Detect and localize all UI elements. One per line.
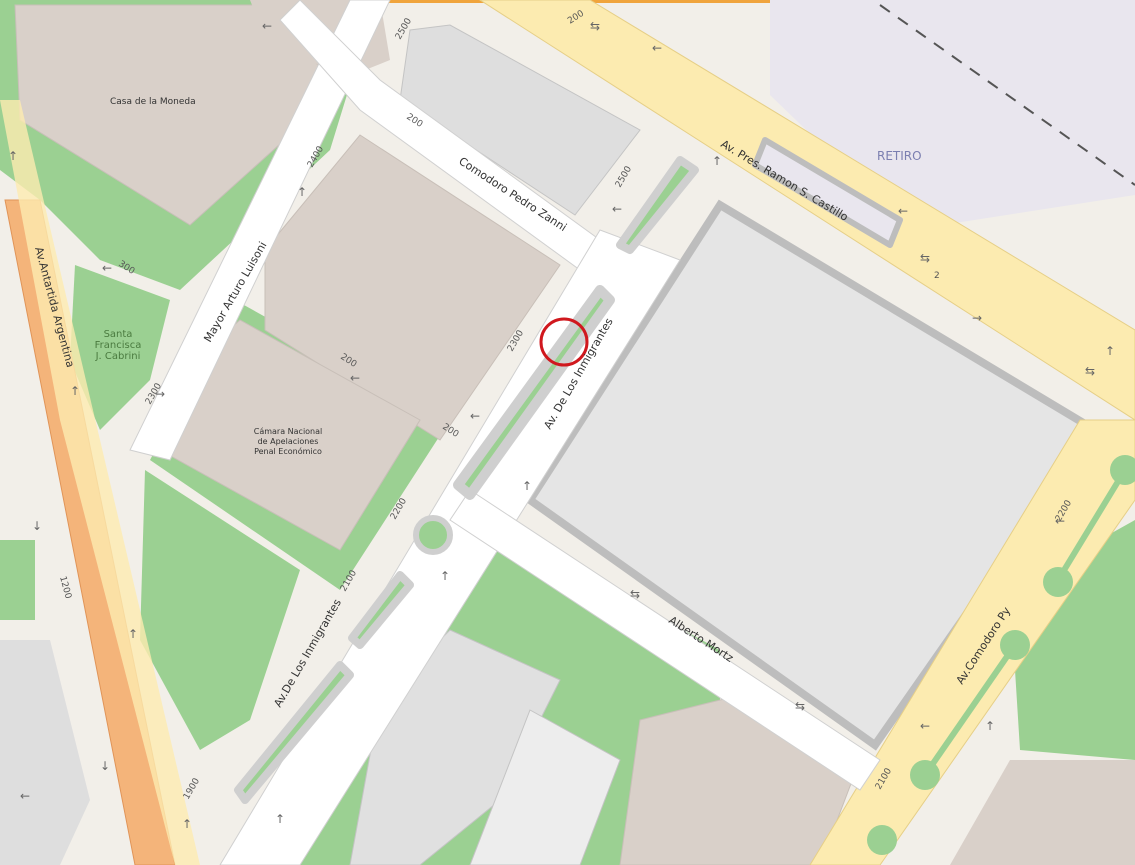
building-north bbox=[399, 24, 641, 216]
building-large-block bbox=[524, 199, 1101, 751]
building-lower-right bbox=[950, 760, 1135, 865]
park-far-left bbox=[0, 540, 35, 620]
median-py-circle-2 bbox=[1043, 567, 1073, 597]
label-santa-3: J. Cabrini bbox=[95, 351, 141, 362]
park-left-lower bbox=[140, 470, 300, 750]
twoway-arrow-icon: ⇆ bbox=[590, 19, 600, 33]
building-far-left bbox=[0, 640, 90, 865]
oneway-arrow-icon: ← bbox=[612, 202, 622, 216]
median-py-circle-4 bbox=[910, 760, 940, 790]
oneway-arrow-icon: → bbox=[155, 387, 165, 401]
oneway-arrow-icon: ← bbox=[920, 719, 930, 733]
label-retiro: RETIRO bbox=[877, 149, 922, 163]
castillo-island bbox=[752, 137, 903, 248]
oneway-arrow-icon: → bbox=[972, 311, 982, 325]
oneway-arrow-icon: ← bbox=[20, 789, 30, 803]
oneway-arrow-icon: ↑ bbox=[985, 719, 995, 733]
oneway-arrow-icon: ↑ bbox=[297, 185, 307, 199]
oneway-arrow-icon: ↑ bbox=[182, 817, 192, 831]
building-central bbox=[264, 134, 561, 441]
oneway-arrow-icon: ← bbox=[1055, 514, 1065, 528]
median-py-1 bbox=[1052, 468, 1128, 587]
oneway-arrow-icon: ← bbox=[652, 41, 662, 55]
oneway-arrow-icon: ↑ bbox=[8, 149, 18, 163]
twoway-arrow-icon: ⇆ bbox=[630, 587, 640, 601]
oneway-arrow-icon: ← bbox=[470, 409, 480, 423]
oneway-arrow-icon: ← bbox=[102, 261, 112, 275]
road-castillo bbox=[479, 0, 1135, 421]
median-py-circle-1 bbox=[1110, 455, 1135, 485]
road-antartida-service bbox=[0, 100, 200, 865]
label-casa-moneda: Casa de la Moneda bbox=[110, 97, 196, 107]
label-santa-1: Santa bbox=[104, 329, 133, 340]
oneway-arrow-icon: ↑ bbox=[70, 384, 80, 398]
twoway-arrow-icon: ⇆ bbox=[1085, 364, 1095, 378]
oneway-arrow-icon: ← bbox=[350, 371, 360, 385]
twoway-arrow-icon: ⇆ bbox=[920, 251, 930, 265]
median-inmigrantes-top bbox=[616, 156, 699, 254]
twoway-arrow-icon: ⇆ bbox=[795, 699, 805, 713]
label-camara-2: de Apelaciones bbox=[258, 437, 319, 446]
label-santa-2: Francisca bbox=[95, 340, 142, 351]
oneway-arrow-icon: ↑ bbox=[128, 627, 138, 641]
road-comodoro-py bbox=[809, 419, 1135, 865]
oneway-arrow-icon: ↑ bbox=[1105, 344, 1115, 358]
oneway-arrow-icon: ↑ bbox=[712, 154, 722, 168]
median-py-circle-5 bbox=[867, 825, 897, 855]
oneway-arrow-icon: ↑ bbox=[440, 569, 450, 583]
park-santa-francisca bbox=[70, 265, 170, 430]
oneway-arrow-icon: ↓ bbox=[100, 759, 110, 773]
oneway-arrow-icon: ← bbox=[262, 19, 272, 33]
oneway-arrow-icon: ↑ bbox=[522, 479, 532, 493]
median-inmigrantes-bottom bbox=[234, 661, 354, 804]
housenum-2-right: 2 bbox=[934, 271, 940, 281]
label-camara-3: Penal Económico bbox=[254, 446, 322, 456]
label-camara-1: Cámara Nacional bbox=[254, 427, 323, 436]
median-inmigrantes-lower bbox=[348, 571, 414, 649]
roundabout bbox=[413, 515, 453, 555]
road-luisoni bbox=[129, 0, 391, 461]
median-inmigrantes-upper bbox=[453, 285, 615, 500]
median-py-2 bbox=[922, 643, 1018, 777]
building-lower-2 bbox=[469, 709, 621, 865]
road-mortz bbox=[449, 489, 881, 791]
oneway-arrow-icon: ↑ bbox=[275, 812, 285, 826]
oneway-arrow-icon: ← bbox=[898, 204, 908, 218]
railway-line bbox=[879, 4, 1135, 186]
median-py-circle-3 bbox=[1000, 630, 1030, 660]
highlight-marker[interactable] bbox=[539, 317, 589, 367]
oneway-arrow-icon: ↓ bbox=[32, 519, 42, 533]
road-inmigrantes bbox=[219, 229, 681, 865]
